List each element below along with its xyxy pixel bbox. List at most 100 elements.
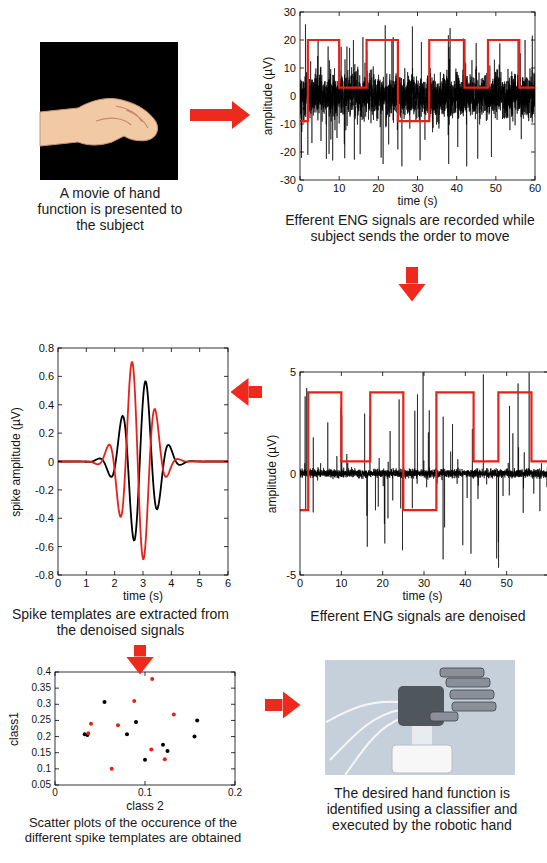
tick-label: 30	[418, 578, 430, 589]
tick-mark	[58, 489, 228, 490]
hand-illustration	[40, 98, 158, 146]
movie-frame	[40, 42, 178, 180]
tick-mark	[55, 736, 235, 737]
axis-title: spike amplitude (µV)	[10, 407, 22, 517]
tick-mark	[55, 672, 56, 785]
tick-mark	[417, 12, 418, 180]
tick-mark	[465, 372, 466, 575]
scatter-point	[195, 718, 199, 722]
tick-label: 0	[290, 91, 296, 102]
tick-label: 0.15	[32, 748, 51, 758]
tick-label: 5	[197, 578, 203, 589]
tick-label: 1	[83, 578, 89, 589]
tick-mark	[58, 348, 59, 575]
tick-label: 10	[284, 63, 296, 74]
process-panel: The desired hand function is identified …	[300, 655, 547, 860]
tick-label: 0.2	[39, 428, 54, 439]
tick-label: 0	[52, 788, 58, 798]
tick-mark	[535, 12, 536, 180]
plot-frame	[300, 372, 547, 575]
robot-thumb	[430, 712, 458, 721]
tick-label: -0.8	[35, 570, 54, 581]
tick-label: -0.4	[35, 513, 54, 524]
tick-mark	[58, 461, 228, 462]
tick-label: 0.6	[39, 371, 54, 382]
tick-mark	[300, 372, 301, 575]
tick-label: -0.2	[35, 484, 54, 495]
panel-caption: The desired hand function is identified …	[313, 785, 531, 833]
tick-label: -5	[286, 570, 296, 581]
scatter-point	[166, 749, 170, 753]
tick-label: 0.1	[138, 788, 152, 798]
axis-title: time (s)	[398, 195, 438, 207]
spike-template	[58, 362, 228, 559]
finger-line	[96, 106, 148, 128]
photo-background	[325, 660, 515, 775]
axis-title: amplitude (µV)	[266, 434, 278, 512]
tick-label: 30	[411, 183, 423, 194]
scatter-point	[172, 713, 176, 717]
tick-label: 20	[372, 183, 384, 194]
panel-caption: Scatter plots of the occurence of the di…	[4, 816, 262, 846]
tick-mark	[228, 348, 229, 575]
tick-label: 0.2	[37, 732, 51, 742]
tick-label: 50	[501, 578, 513, 589]
tick-label: 0.05	[32, 780, 51, 790]
flow-arrow	[406, 267, 418, 284]
scatter-point	[110, 767, 114, 771]
tick-mark	[300, 575, 547, 576]
scatter-point	[150, 677, 154, 681]
tick-mark	[58, 546, 228, 547]
panel-caption: Spike templates are extracted from the d…	[8, 606, 233, 638]
tick-mark	[114, 348, 115, 575]
tick-label: 4	[168, 578, 174, 589]
tick-mark	[235, 672, 236, 785]
robot-hand-photo	[325, 660, 515, 775]
plot-area	[300, 24, 535, 166]
eng-signal	[300, 24, 535, 166]
cable	[326, 702, 402, 775]
flow-arrow	[265, 699, 283, 711]
tick-mark	[382, 372, 383, 575]
tick-label: 6	[225, 578, 231, 589]
movement-command-trace	[300, 392, 547, 510]
tick-label: 40	[459, 578, 471, 589]
scatter-point	[103, 700, 107, 704]
tick-mark	[55, 688, 235, 689]
panel-caption: A movie of hand function is presented to…	[35, 185, 185, 233]
tick-label: 2	[112, 578, 118, 589]
tick-mark	[55, 768, 235, 769]
tick-mark	[86, 348, 87, 575]
tick-label: 30	[284, 7, 296, 18]
tick-label: -0.6	[35, 541, 54, 552]
tick-label: 0.4	[37, 667, 51, 677]
tick-label: 0	[297, 183, 303, 194]
tick-mark	[145, 672, 146, 785]
tick-mark	[300, 372, 547, 373]
plot-frame	[58, 348, 228, 575]
tick-mark	[339, 12, 340, 180]
axis-title: class 2	[126, 800, 163, 812]
tick-mark	[171, 348, 172, 575]
chart	[58, 348, 228, 575]
tick-label: 0	[297, 578, 303, 589]
movement-command-trace	[300, 40, 535, 121]
tick-label: -10	[280, 119, 296, 130]
tick-label: 5	[290, 367, 296, 378]
tick-label: 50	[490, 183, 502, 194]
tick-label: 20	[284, 35, 296, 46]
scatter-point	[149, 747, 153, 751]
tick-mark	[58, 376, 228, 377]
scatter-point	[193, 735, 197, 739]
tick-label: 0.2	[228, 788, 242, 798]
tick-mark	[55, 720, 235, 721]
tick-label: 3	[140, 578, 146, 589]
scatter-point	[89, 722, 93, 726]
tick-mark	[55, 752, 235, 753]
scatter-point	[116, 723, 120, 727]
scatter-point	[163, 757, 167, 761]
tick-mark	[300, 40, 535, 41]
eng-signal	[300, 372, 547, 567]
scatter-point	[143, 758, 147, 762]
